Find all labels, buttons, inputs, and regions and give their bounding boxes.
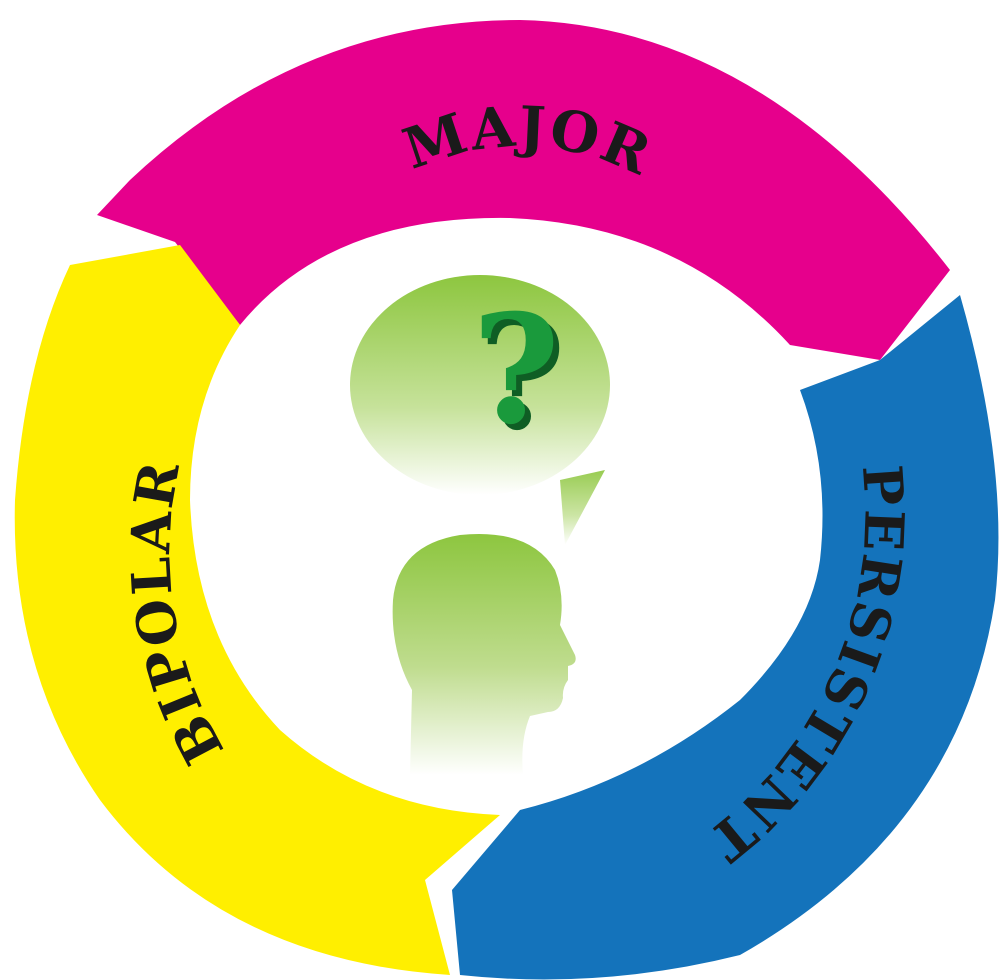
question-mark-icon: ? ? [472,282,566,464]
speech-bubble [350,275,610,545]
segment-bipolar [14,245,500,975]
head-silhouette-icon [392,534,576,775]
segment-persistent [452,295,999,980]
svg-text:?: ? [478,288,566,464]
segment-major [97,20,950,360]
svg-text:?: ? [472,282,560,458]
